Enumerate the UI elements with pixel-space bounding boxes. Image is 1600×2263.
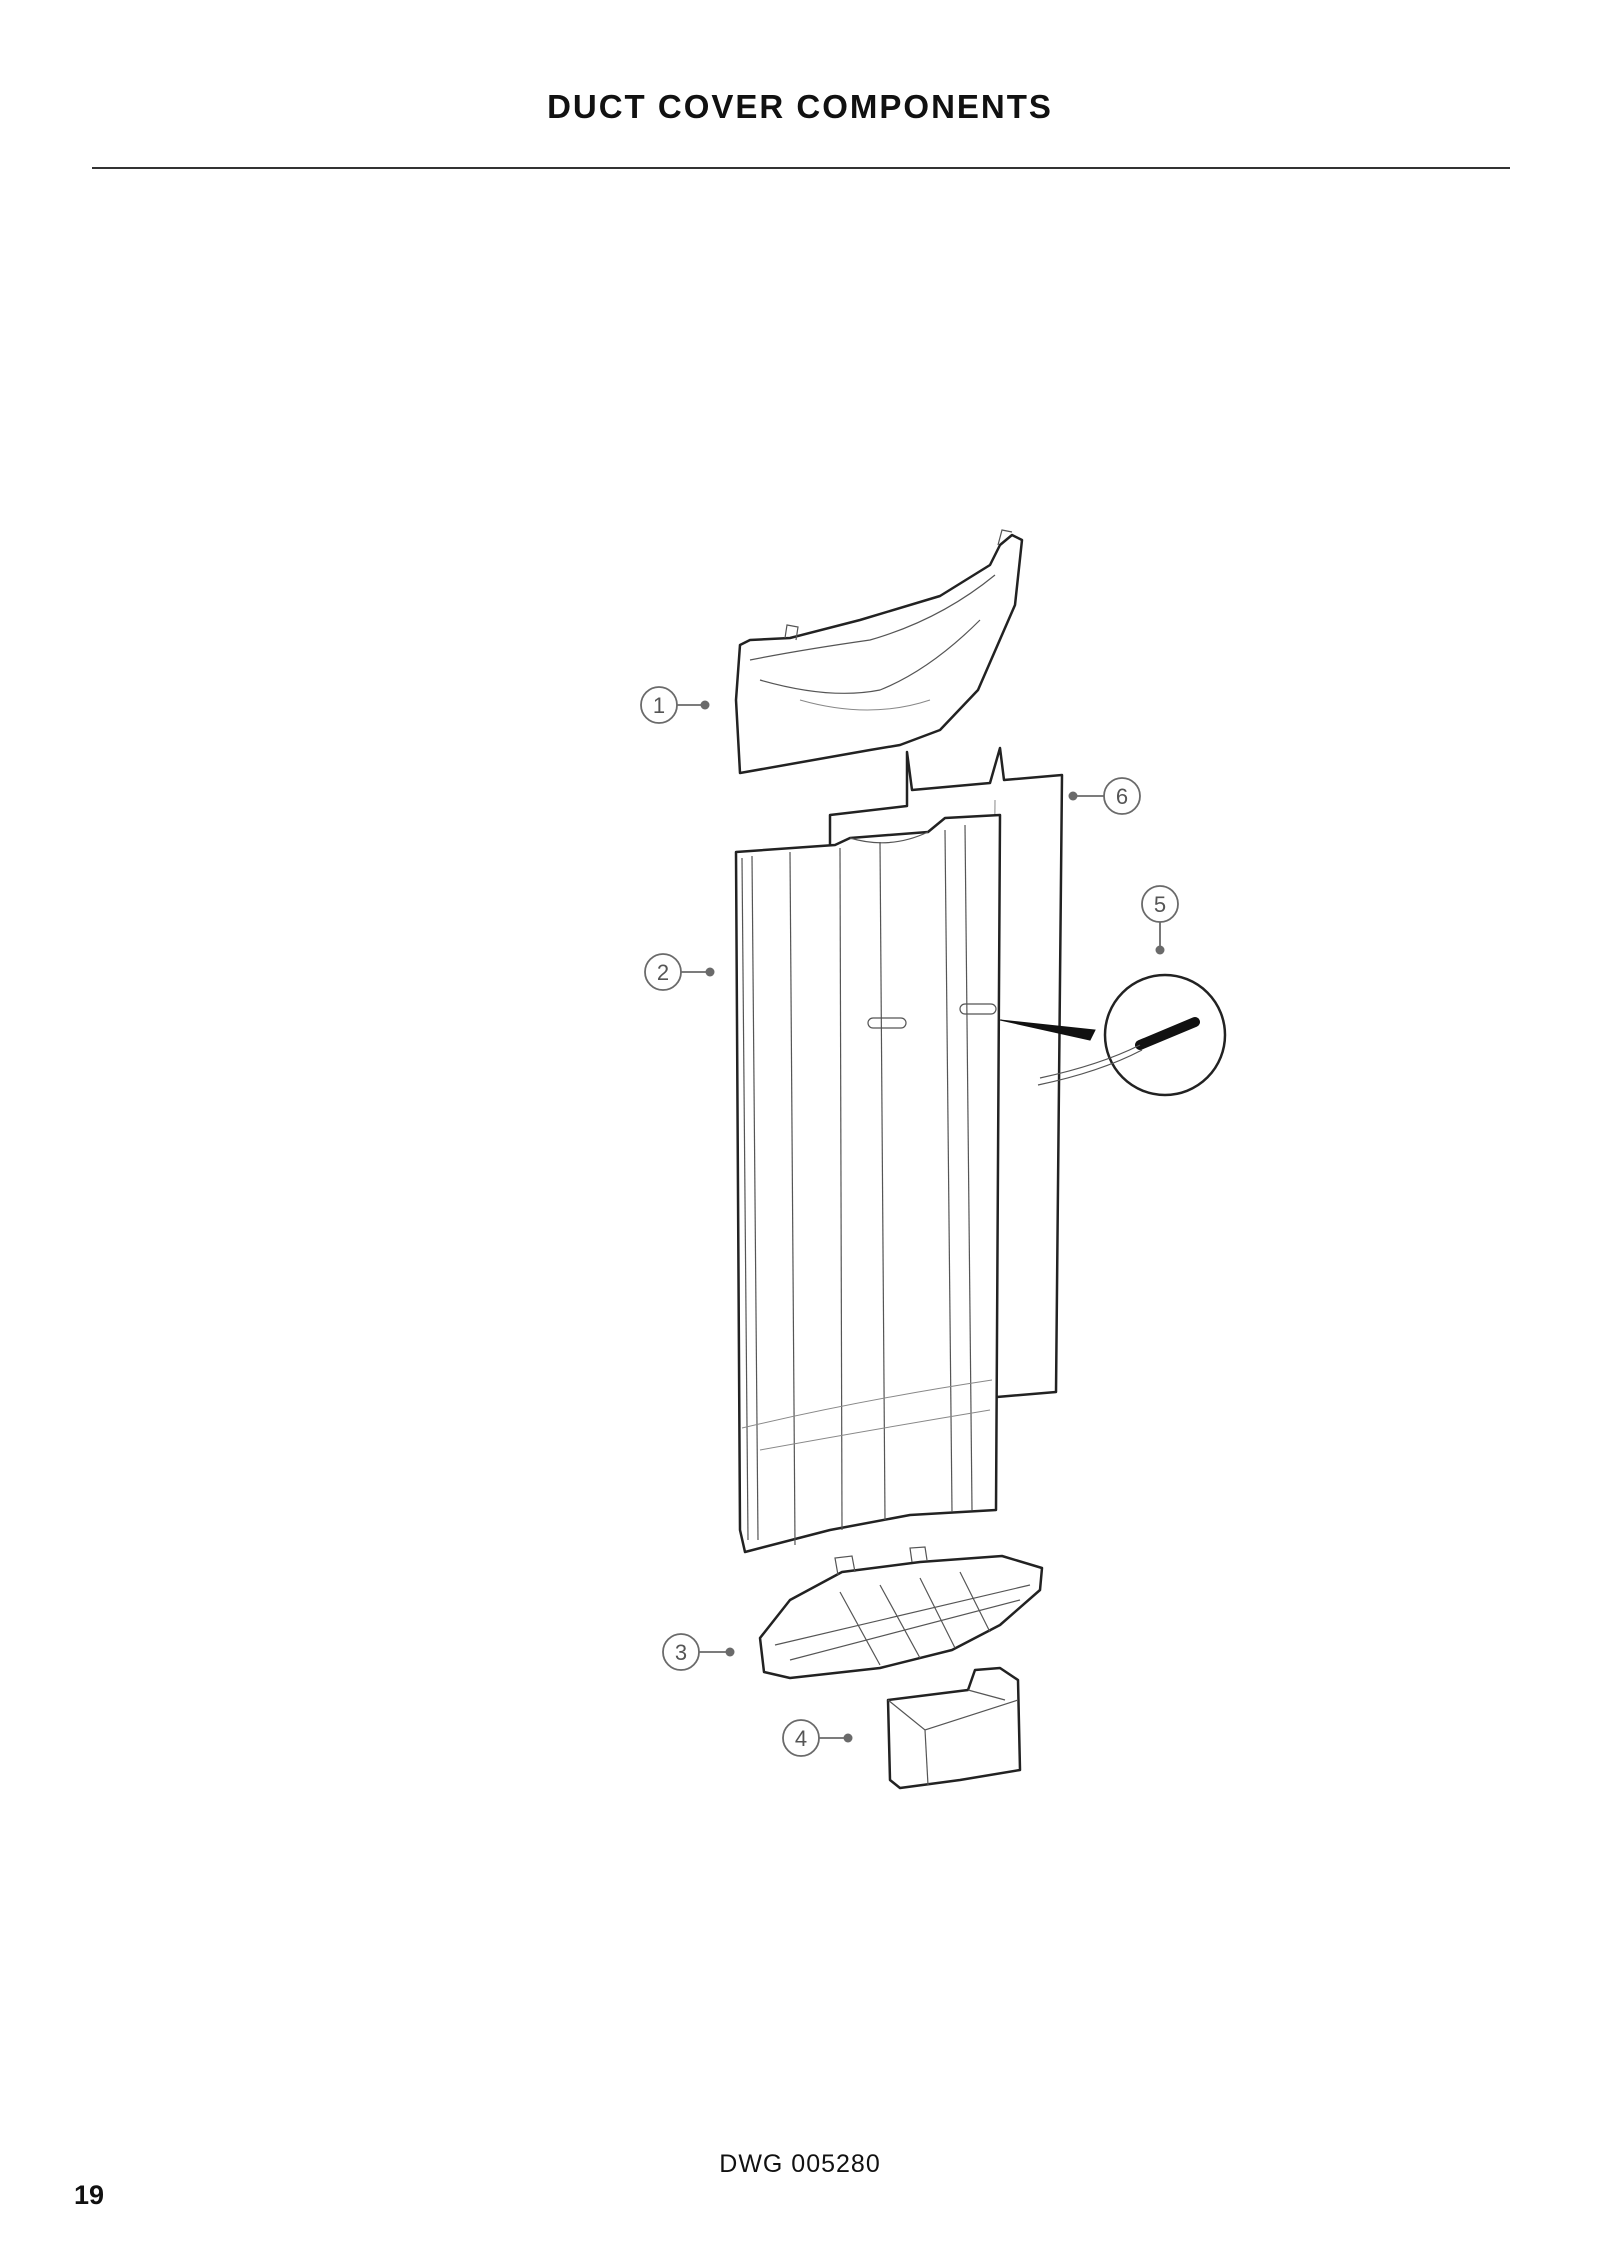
drawing-number: DWG 005280 [719,2150,881,2178]
part-2-main-panel [734,813,1002,1554]
part-1-top-cover [734,529,1024,775]
callout-4: 4 [782,1719,853,1757]
page-number: 19 [74,2180,105,2210]
title-rule [92,167,1510,169]
callout-6: 6 [1068,777,1141,815]
callout-5: 5 [1141,885,1179,955]
svg-text:4: 4 [795,1726,807,1751]
svg-text:3: 3 [675,1640,687,1665]
part-4-bottom-bracket [886,1666,1022,1790]
svg-text:6: 6 [1116,784,1128,809]
callout-2: 2 [644,953,715,991]
callout-1: 1 [640,686,710,724]
svg-text:5: 5 [1154,892,1166,917]
svg-text:2: 2 [657,960,669,985]
page-title: DUCT COVER COMPONENTS [547,88,1053,125]
part-3-lower-grille [758,1546,1044,1680]
svg-text:1: 1 [653,693,665,718]
part-5-sensor-detail [999,973,1227,1097]
callout-3: 3 [662,1633,735,1671]
